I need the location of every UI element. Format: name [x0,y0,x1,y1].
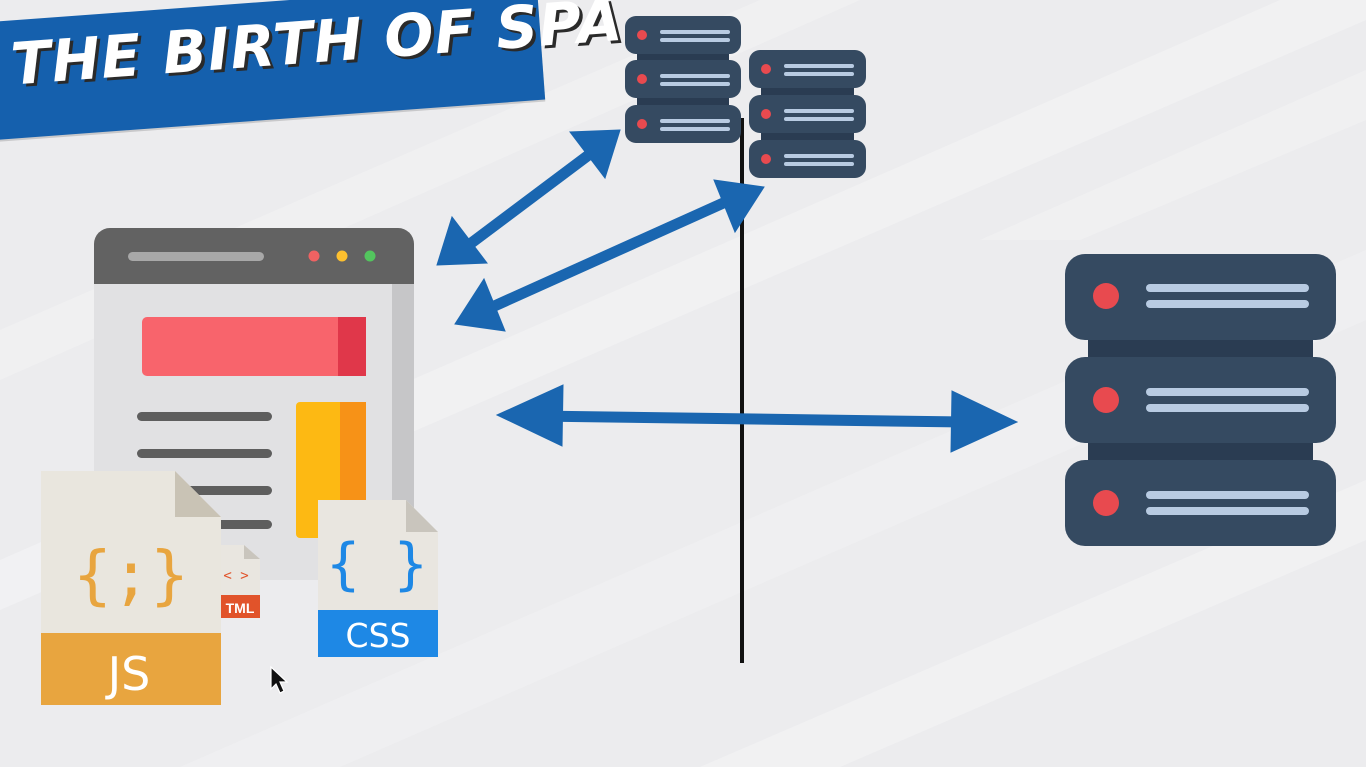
html-file-symbol: < > [223,568,248,584]
js-file-icon: {;} JS [41,471,221,705]
small-server-stack-2 [749,50,866,178]
css-file-icon: { } CSS [318,500,438,657]
arrow-browser-main-server [495,384,1019,453]
page-title: THE BIRTH OF SPA [8,0,626,99]
server-stack-icon [625,16,741,143]
arrow-browser-server1 [436,129,621,266]
server-stack-icon [1065,254,1336,546]
small-server-stack-1 [625,16,741,143]
css-file-label: CSS [346,616,411,655]
html-file-label: TML [226,600,255,616]
css-file-symbol: { } [326,532,427,597]
js-file-symbol: {;} [73,539,189,613]
large-server-stack [1065,254,1336,546]
server-stack-icon [749,50,866,178]
js-file-label: JS [105,647,151,701]
mouse-cursor-icon [270,665,289,694]
arrow-browser-server2 [454,179,765,332]
